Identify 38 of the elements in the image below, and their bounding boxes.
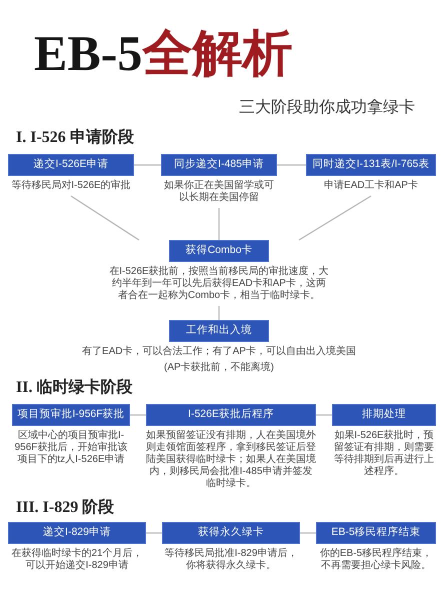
step-note: 如果你正在美国留学或可以长期在美国停留 — [163, 180, 275, 204]
connector-line — [277, 164, 306, 166]
step-note: 如果I-526E获批时，预留签证有排期，则需要等待排期到后再进行上述程序。 — [333, 430, 435, 478]
connector-line — [134, 164, 161, 166]
process-box: EB-5移民程序结束 — [316, 522, 436, 544]
section-heading: I. I-526 申请阶段 — [16, 128, 134, 148]
step-note: 你的EB-5移民程序结束，不再需要担心绿卡风险。 — [318, 548, 434, 572]
connector-line — [316, 414, 332, 416]
step-note: 在I-526E获批前，按照当前移民局的审批速度，大约半年到一年可以先后获得EAD卡和AP卡，这两者合在一起称为Combo卡，相当于临时绿卡。 — [109, 266, 329, 302]
section-heading: II. 临时绿卡阶段 — [16, 378, 132, 398]
process-box: 递交I-829申请 — [8, 522, 146, 544]
connector-line — [130, 414, 146, 416]
process-box: 获得Combo卡 — [169, 240, 269, 262]
subtitle: 三大阶段助你成功拿绿卡 — [239, 98, 415, 118]
connector-line — [298, 195, 372, 241]
step-note: 如果预留签证没有排期，人在美国境外则走领馆面签程序，拿到移民签证后登陆美国获得临时绿卡；如果人在美国境内，则移民局会批准I-485申请并签发临时绿卡。 — [146, 430, 316, 490]
process-box: 同步递交I-485申请 — [161, 154, 277, 176]
process-box: 同时递交I-131表/I-765表 — [306, 154, 436, 176]
connector-line — [70, 196, 140, 240]
title: EB-5全解析 — [34, 26, 292, 81]
process-box: 排期处理 — [332, 404, 436, 426]
process-box: 工作和出入境 — [169, 320, 269, 342]
step-note: 等待移民局对I-526E的审批 — [10, 180, 132, 192]
section-heading: III. I-829 阶段 — [16, 498, 114, 518]
connector-line — [146, 532, 162, 534]
connector-line — [218, 306, 220, 320]
process-box: 项目预审批I-956F获批 — [12, 404, 130, 426]
process-box: 获得永久绿卡 — [162, 522, 300, 544]
step-note: (AP卡获批前，不能离境) — [163, 362, 275, 374]
connector-line — [300, 532, 316, 534]
process-box: 递交I-526E申请 — [8, 154, 134, 176]
step-note: 申请EAD工卡和AP卡 — [323, 180, 419, 192]
step-note: 区域中心的项目预审批I-956F获批后，开始审批该项目下的tz人I-526E申请 — [14, 430, 128, 466]
step-note: 等待移民局批准I-829申请后，你将获得永久绿卡。 — [164, 548, 298, 572]
step-note: 在获得临时绿卡的21个月后，可以开始递交I-829申请 — [10, 548, 144, 572]
process-box: I-526E获批后程序 — [146, 404, 316, 426]
connector-line — [218, 208, 220, 240]
step-note: 有了EAD卡，可以合法工作；有了AP卡，可以自由出入境美国 — [81, 346, 357, 358]
